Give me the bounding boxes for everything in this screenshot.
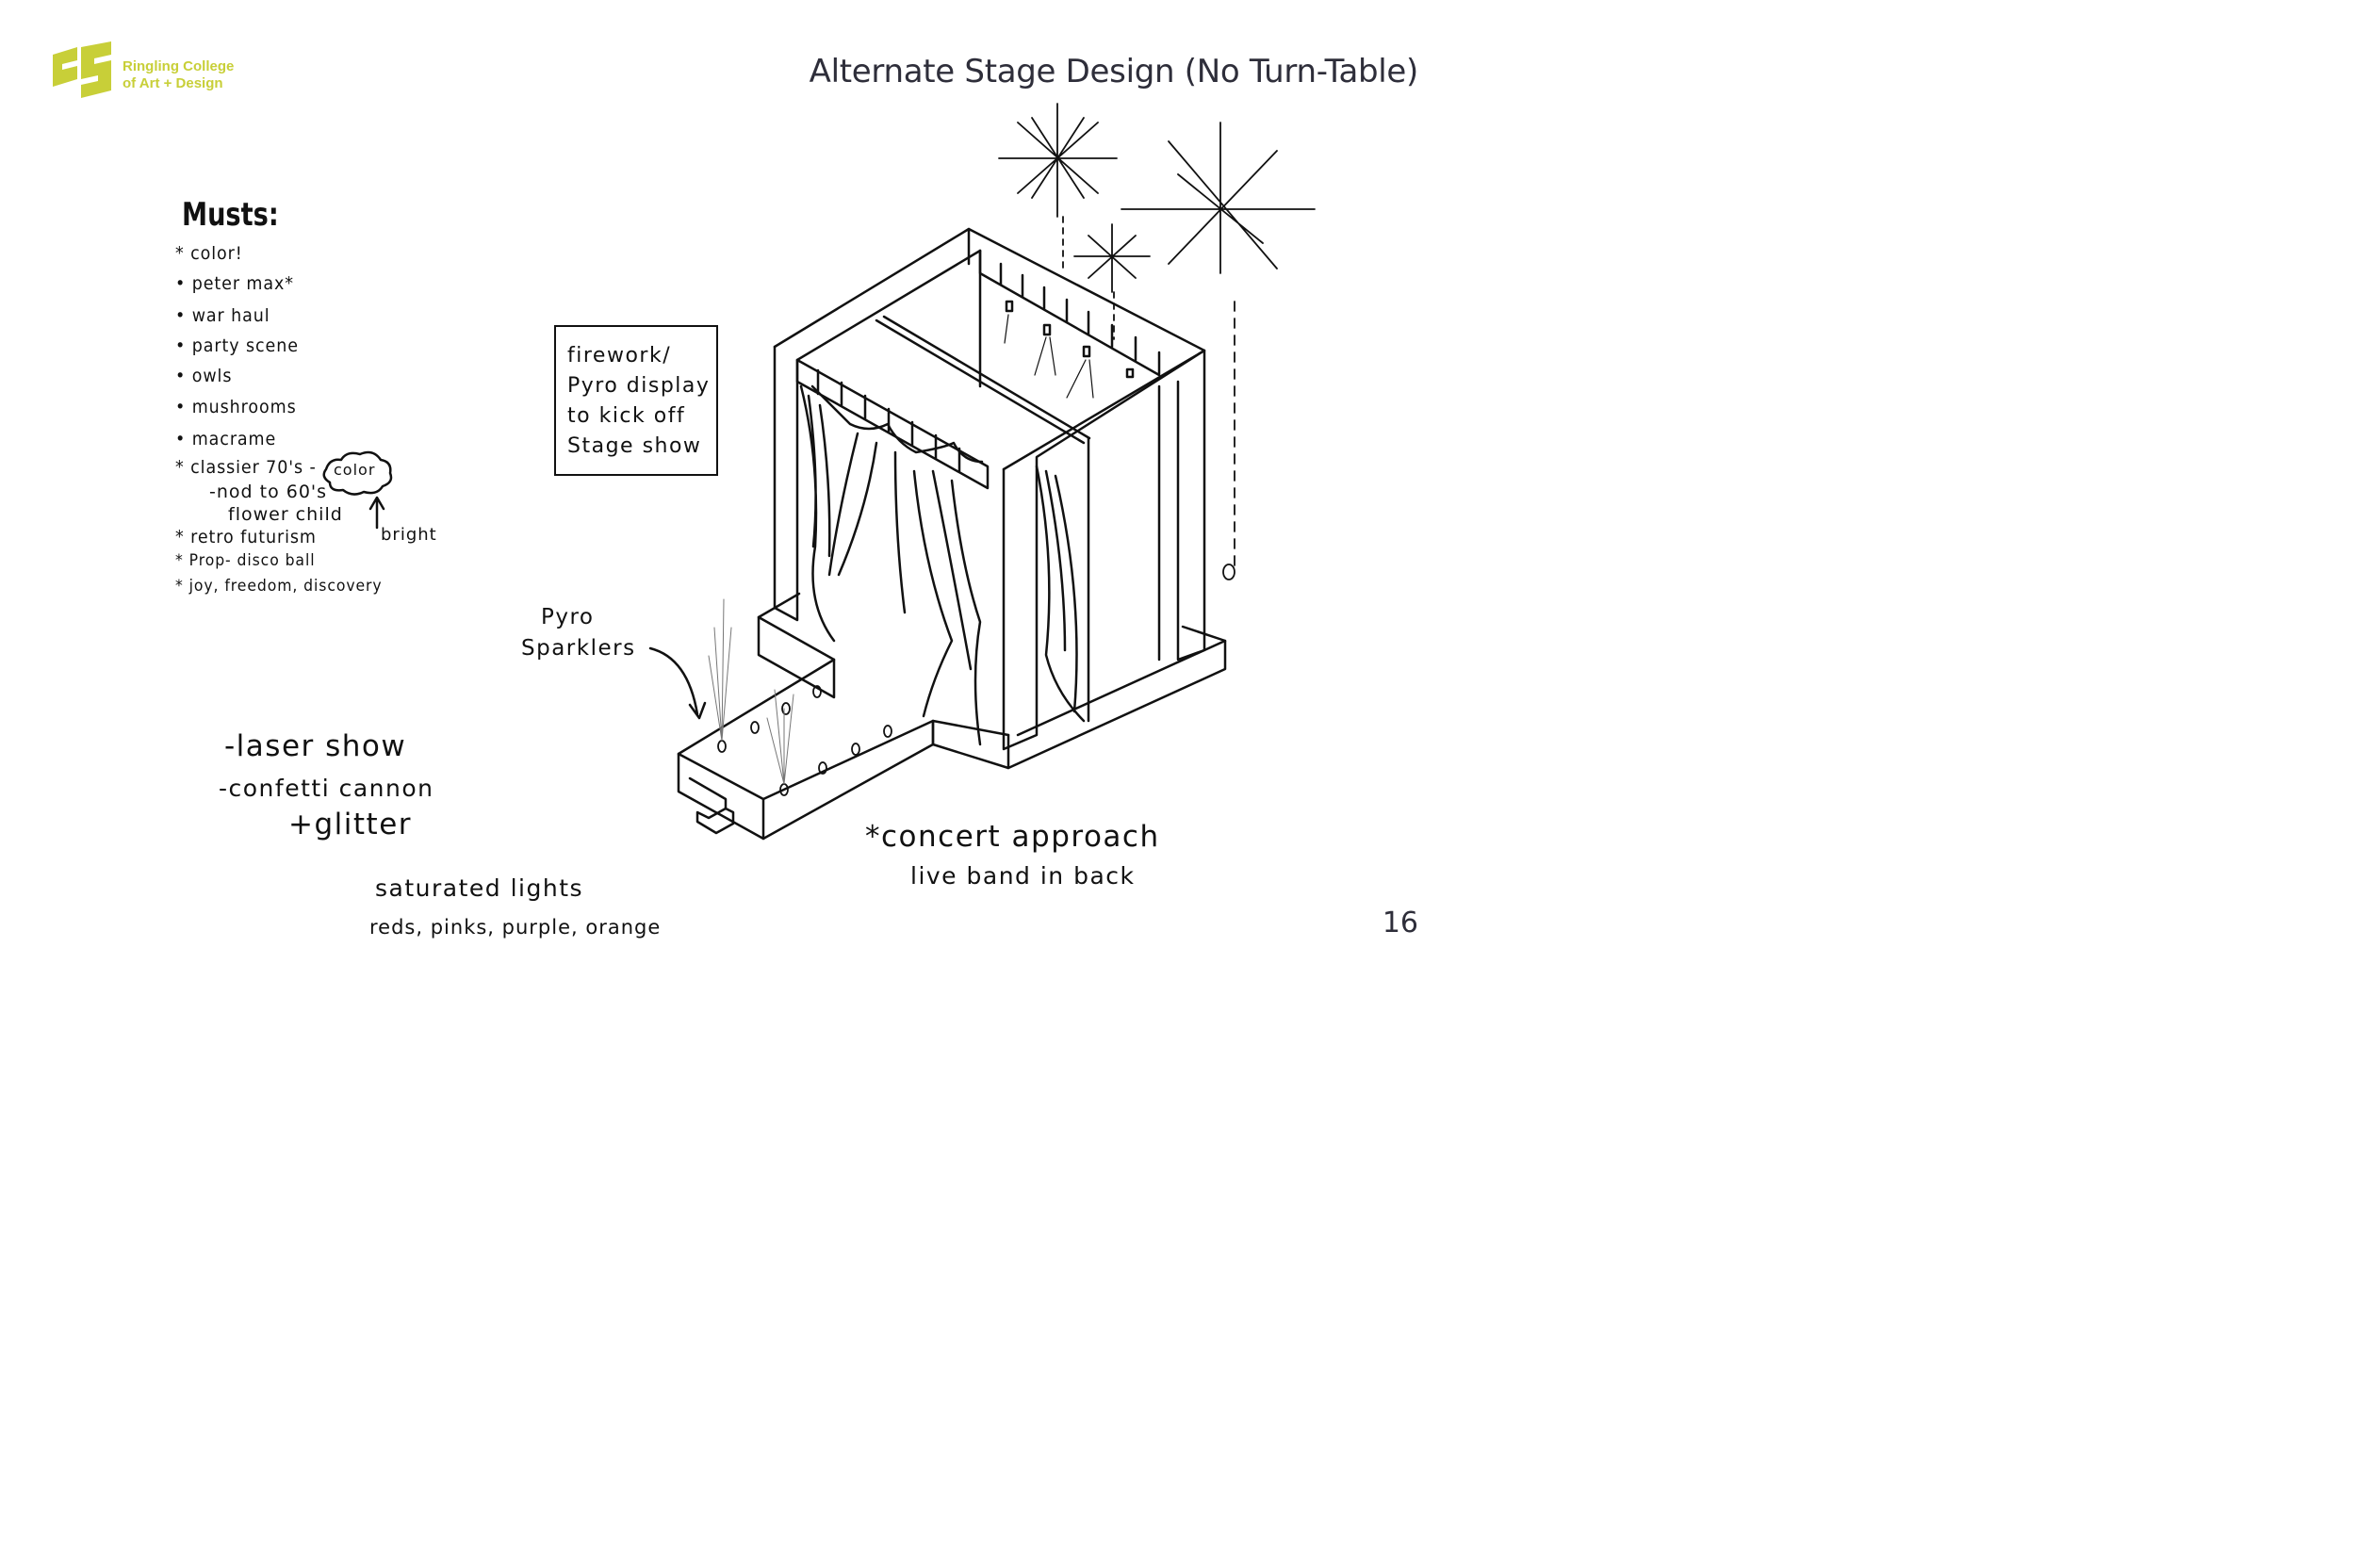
fireworks-note-line: to kick off	[567, 404, 686, 428]
note-live-band: live band in back	[910, 862, 1136, 890]
stage-curtain-right	[1035, 465, 1086, 723]
note-sparklers: Sparklers	[521, 636, 636, 661]
firework-burst-icon	[998, 103, 1316, 566]
stage-base	[757, 615, 836, 699]
fireworks-note-line: Pyro display	[567, 374, 711, 398]
must-item: • peter max*	[175, 273, 294, 294]
note-concert-approach: *concert approach	[865, 820, 1160, 854]
musts-sub-line: flower child	[228, 504, 343, 525]
stage-runway	[677, 658, 1010, 841]
color-bubble-cloud-icon	[322, 450, 393, 496]
must-item: * Prop- disco ball	[175, 551, 316, 570]
bright-arrow-icon	[368, 496, 385, 530]
stage-frame	[773, 227, 1206, 471]
stage-rafters	[795, 358, 990, 490]
page-title: Alternate Stage Design (No Turn-Table)	[809, 53, 1419, 90]
note-glitter: +glitter	[288, 808, 413, 841]
fireworks-note-line: firework/	[567, 344, 672, 368]
must-item: * classier 70's -	[175, 457, 317, 478]
must-item: * joy, freedom, discovery	[175, 577, 383, 596]
must-item: • mushrooms	[175, 397, 297, 417]
must-item: * color!	[175, 243, 243, 264]
note-saturated-lights: saturated lights	[375, 874, 584, 902]
bright-label: bright	[381, 525, 437, 545]
stage-curtain-left	[799, 384, 836, 643]
must-item: • owls	[175, 366, 233, 386]
pyro-arrow-icon	[648, 646, 707, 720]
stage-light-icon	[1005, 300, 1135, 379]
note-laser-show: -laser show	[224, 729, 407, 763]
must-item: • macrame	[175, 429, 277, 449]
logo-line-2: of Art + Design	[123, 75, 223, 91]
musts-heading: Musts:	[182, 196, 279, 234]
page-number: 16	[1382, 906, 1418, 939]
ringling-logo-mark-icon	[53, 41, 111, 98]
color-bubble-label: color	[334, 461, 376, 479]
stage-curtain-center	[827, 432, 982, 746]
fireworks-note-line: Stage show	[567, 434, 702, 458]
must-item: * retro futurism	[175, 527, 317, 547]
runway-steps	[688, 776, 735, 835]
musts-sub-line: -nod to 60's	[209, 482, 328, 502]
logo-line-1: Ringling College	[123, 58, 235, 74]
fireworks-note-box: firework/ Pyro display to kick off Stage…	[554, 325, 718, 476]
note-pyro: Pyro	[541, 605, 595, 629]
stage-drawing	[322, 103, 1316, 841]
ringling-logo: Ringling College of Art + Design	[49, 41, 266, 107]
note-light-colors: reds, pinks, purple, orange	[369, 916, 662, 939]
must-item: • party scene	[175, 335, 299, 356]
must-item: • war haul	[175, 305, 270, 326]
note-confetti-cannon: -confetti cannon	[219, 775, 434, 802]
